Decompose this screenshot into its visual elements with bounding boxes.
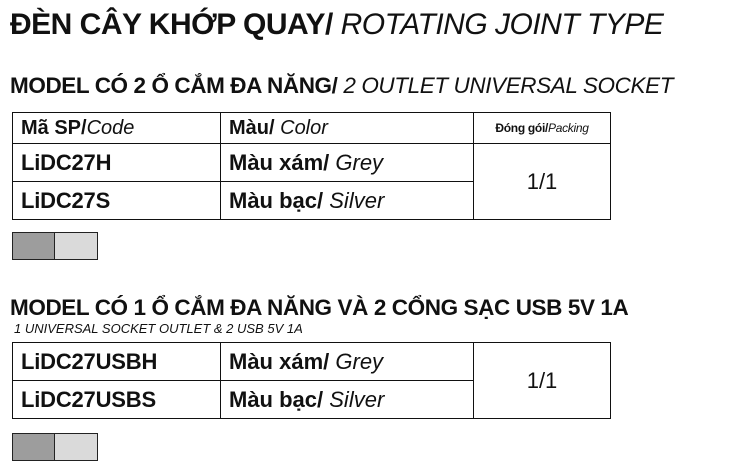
section-heading-en: 2 OUTLET UNIVERSAL SOCKET [337,73,674,98]
silver-swatch [55,232,98,260]
header-color: Màu/ Color [220,112,474,144]
header-code-vi: Mã SP/ [21,116,87,139]
product-table-usb: LiDC27USBH Màu xám/ Grey 1/1 LiDC27USBS … [12,342,611,419]
product-color: Màu xám/ Grey [220,342,474,381]
grey-swatch [12,433,55,461]
header-packing: Đóng gói/Packing [473,112,611,144]
table-row: LiDC27H Màu xám/ Grey 1/1 [12,143,611,220]
header-packing-vi: Đóng gói/ [495,121,549,135]
product-code: LiDC27H [12,143,221,182]
color-vi: Màu xám/ [229,149,330,175]
color-vi: Màu bạc/ [229,386,324,412]
silver-swatch [55,433,98,461]
product-color: Màu bạc/ Silver [220,380,474,419]
color-vi: Màu xám/ [229,348,330,374]
table-header-row: Mã SP/Code Màu/ Color Đóng gói/Packing [12,112,611,144]
header-packing-en: Packing [548,121,589,135]
section-subheading-en: 1 UNIVERSAL SOCKET OUTLET & 2 USB 5V 1A [14,321,303,336]
packing-value: 1/1 [473,143,611,220]
table-row: LiDC27USBH Màu xám/ Grey 1/1 [12,342,611,419]
product-code: LiDC27USBS [12,380,221,419]
section-heading-usb: MODEL CÓ 1 Ổ CẮM ĐA NĂNG VÀ 2 CỔNG SẠC U… [10,294,629,322]
product-code: LiDC27USBH [12,342,221,381]
section-heading-vi: MODEL CÓ 2 Ổ CẮM ĐA NĂNG/ [10,73,338,98]
color-en: Grey [329,348,384,374]
header-color-en: Color [274,116,328,139]
product-code: LiDC27S [12,181,221,220]
section-heading-2-outlet: MODEL CÓ 2 Ổ CẮM ĐA NĂNG/ 2 OUTLET UNIVE… [10,72,673,100]
page-title: ĐÈN CÂY KHỚP QUAY/ ROTATING JOINT TYPE [10,6,664,44]
color-vi: Màu bạc/ [229,187,324,213]
product-color: Màu bạc/ Silver [220,181,474,220]
grey-swatch [12,232,55,260]
section-heading-vi: MODEL CÓ 1 Ổ CẮM ĐA NĂNG VÀ 2 CỔNG SẠC U… [10,295,629,320]
page-title-vi: ĐÈN CÂY KHỚP QUAY/ [10,8,333,41]
product-table-2-outlet: Mã SP/Code Màu/ Color Đóng gói/Packing L… [12,112,611,220]
table-row: LiDC27USBS Màu bạc/ Silver [12,380,611,419]
color-en: Silver [323,187,385,213]
table-row: LiDC27S Màu bạc/ Silver [12,181,611,220]
page-title-en: ROTATING JOINT TYPE [332,8,664,41]
header-code-en: Code [86,116,135,139]
packing-value: 1/1 [473,342,611,419]
product-color: Màu xám/ Grey [220,143,474,182]
color-swatches-usb [12,433,98,461]
color-en: Grey [329,149,384,175]
header-color-vi: Màu/ [229,116,275,139]
color-swatches-2-outlet [12,232,98,260]
color-en: Silver [323,386,385,412]
header-code: Mã SP/Code [12,112,221,144]
